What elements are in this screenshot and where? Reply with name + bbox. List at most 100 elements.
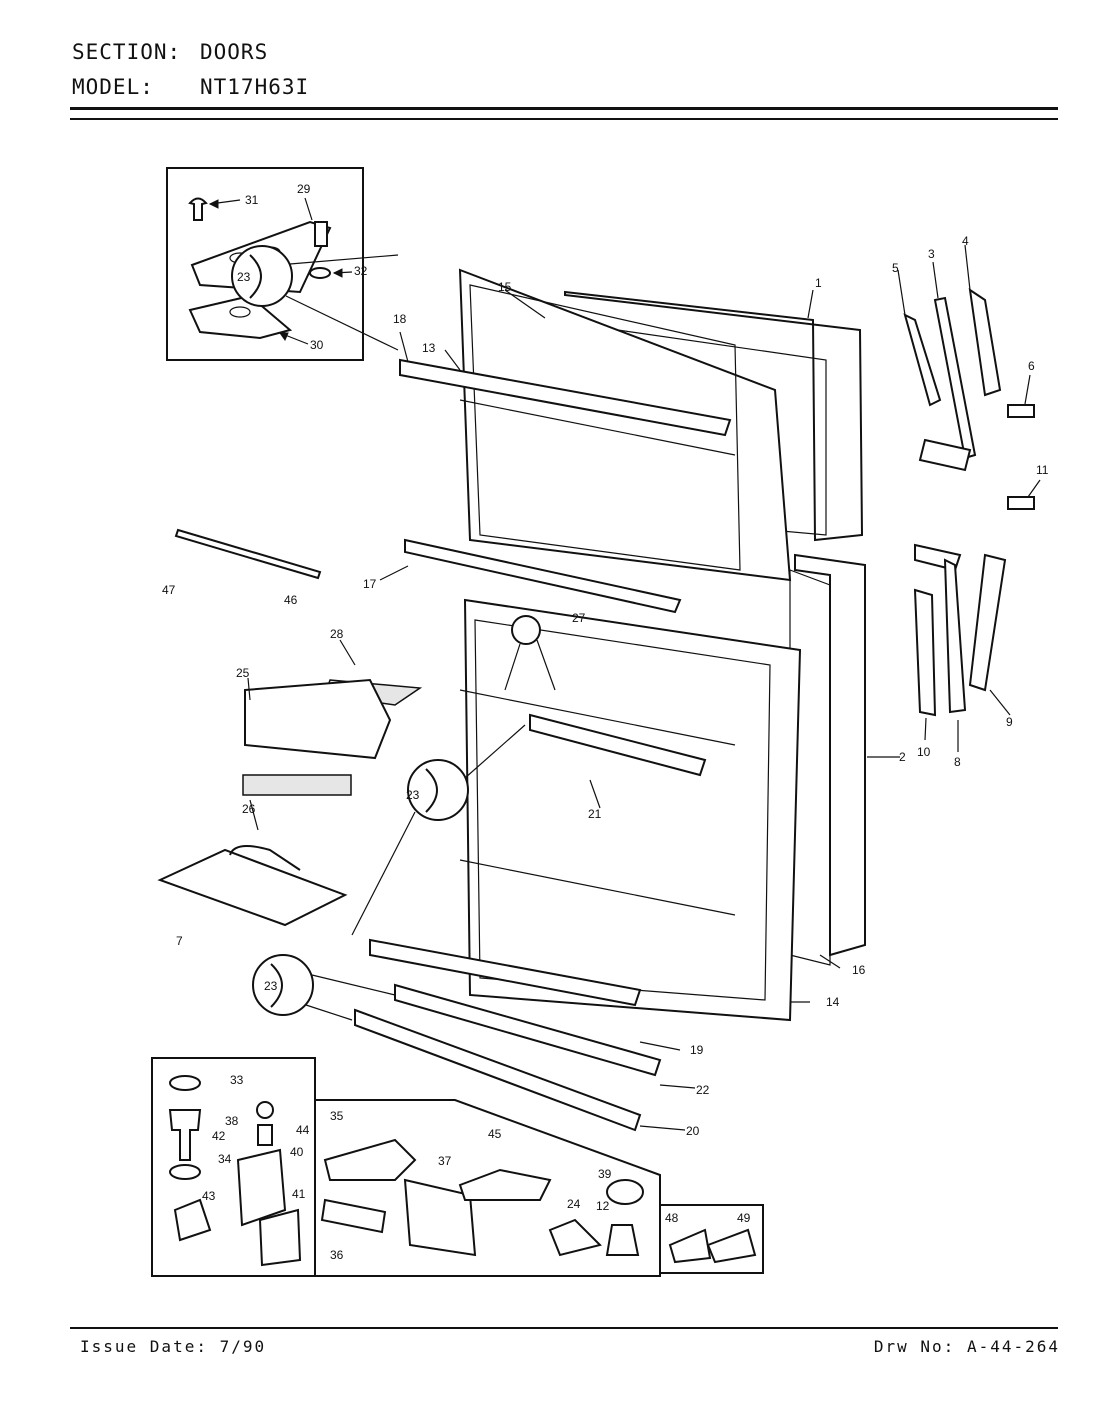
callout-33: 33 (230, 1073, 244, 1087)
header-rule-bottom (70, 118, 1058, 120)
callout-44: 44 (296, 1123, 310, 1137)
clip-24-part (548, 1218, 602, 1257)
hinge-cover-10-part (913, 588, 937, 717)
callout-39: 39 (598, 1167, 612, 1181)
callout-35: 35 (330, 1109, 344, 1123)
retainer-detail-a (231, 245, 399, 351)
callout-32: 32 (354, 264, 368, 278)
washer-34-part (169, 1164, 201, 1180)
callout-14: 14 (826, 995, 840, 1009)
callout-36: 36 (330, 1248, 344, 1262)
callout-30: 30 (310, 338, 324, 352)
callout-16: 16 (852, 963, 866, 977)
callout-38: 38 (225, 1114, 239, 1128)
callout-34: 34 (218, 1152, 232, 1166)
model-header: MODEL: NT17H63I (72, 75, 309, 99)
callout-47: 47 (162, 583, 176, 597)
fresh-food-shelf-rail-part (529, 713, 707, 777)
lower-rail-part (369, 938, 642, 1007)
freezer-door-assembly (399, 268, 864, 614)
section-value: DOORS (200, 40, 269, 64)
hinge-bracket-part (918, 438, 972, 472)
freezer-lower-bar-part (404, 538, 682, 614)
hinge-cover-5-part (903, 313, 942, 407)
callout-20: 20 (686, 1124, 700, 1138)
callout-6: 6 (1028, 359, 1035, 373)
hinge-8-part (943, 558, 967, 714)
egg-tray-part (157, 848, 348, 927)
hinge-cover-9-part (968, 553, 1007, 692)
callout-8: 8 (954, 755, 961, 769)
hinge-41-part (258, 1208, 302, 1267)
callout-22: 22 (696, 1083, 710, 1097)
callout-29: 29 (297, 182, 311, 196)
fresh-food-door-liner-part (463, 598, 802, 1022)
shim-11-part (1007, 496, 1035, 510)
callout-4: 4 (962, 234, 969, 248)
callout-23-a: 23 (237, 270, 251, 284)
footer-rule (70, 1327, 1058, 1329)
callout-12: 12 (596, 1199, 610, 1213)
bottom-parts-box (314, 1099, 661, 1277)
section-header: SECTION: DOORS (72, 40, 268, 64)
freezer-shelf-bar-part (399, 358, 732, 437)
callout-27: 27 (572, 611, 586, 625)
hinge-35-part (323, 1138, 417, 1181)
callout-23-c: 23 (264, 979, 278, 993)
callout-42: 42 (212, 1129, 226, 1143)
callout-43: 43 (202, 1189, 216, 1203)
callout-2: 2 (899, 750, 906, 764)
callout-31: 31 (245, 193, 259, 207)
bushing-33-part (169, 1075, 201, 1091)
callout-15: 15 (498, 280, 512, 294)
callout-5: 5 (892, 261, 899, 275)
bottom-hinge-inset (151, 1057, 316, 1277)
hinge-cover-4-part (968, 287, 1002, 397)
callout-11: 11 (1036, 463, 1049, 477)
model-label: MODEL: (72, 75, 154, 99)
callout-37: 37 (438, 1154, 452, 1168)
hinge-3-part (933, 296, 977, 460)
hinge-pin-38-part (168, 1109, 202, 1161)
clip-48-part (668, 1228, 712, 1264)
callout-21: 21 (588, 807, 602, 821)
callout-46: 46 (284, 593, 298, 607)
bottom-right-parts-box (659, 1204, 764, 1274)
hinge-screw-part (188, 197, 208, 221)
hinge-parts-right (903, 287, 1035, 717)
model-value: NT17H63I (200, 75, 310, 99)
callout-1: 1 (815, 276, 822, 290)
trim-strip-part (174, 528, 322, 580)
cap-39-part (606, 1179, 644, 1205)
hinge-40-part (236, 1148, 287, 1227)
freezer-door-outer-part (564, 290, 864, 542)
callout-23-b: 23 (406, 788, 420, 802)
bracket-37-part (403, 1178, 477, 1257)
callout-45: 45 (488, 1127, 502, 1141)
callout-26: 26 (242, 802, 256, 816)
lower-rail-3-part (354, 1008, 642, 1132)
drawing-number: Drw No: A-44-264 (873, 1337, 1060, 1356)
callout-17: 17 (363, 577, 377, 591)
leader-lines (247, 244, 1041, 1131)
hinge-43-part (173, 1198, 212, 1242)
plate-45-part (458, 1168, 552, 1201)
callout-labels: 1 2 3 4 5 6 7 8 9 10 11 12 13 14 15 16 1… (162, 182, 1049, 1262)
callout-28: 28 (330, 627, 344, 641)
loose-parts-left (157, 528, 423, 927)
spacer-42-part (257, 1124, 273, 1146)
callout-49: 49 (737, 1211, 751, 1225)
callout-48: 48 (665, 1211, 679, 1225)
callout-9: 9 (1006, 715, 1013, 729)
retainer-detail-c (252, 954, 396, 1021)
callout-41: 41 (292, 1187, 306, 1201)
callout-3: 3 (928, 247, 935, 261)
screw-44-part (256, 1101, 274, 1119)
section-label: SECTION: (72, 40, 182, 64)
shelf-clip-detail (504, 615, 556, 691)
issue-date: Issue Date: 7/90 (80, 1337, 267, 1356)
callout-25: 25 (236, 666, 250, 680)
hinge-washer-part (309, 267, 331, 279)
shim-6-part (1007, 404, 1035, 418)
